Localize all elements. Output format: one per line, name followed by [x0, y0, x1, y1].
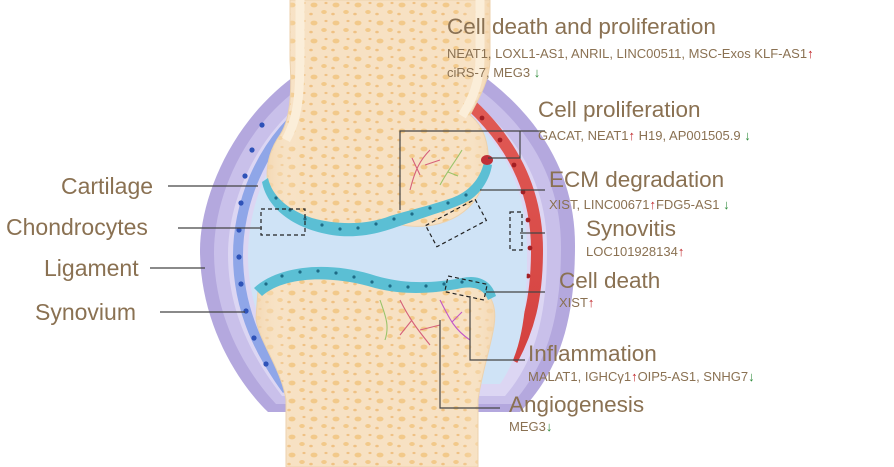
title-synovitis: Synovitis — [586, 218, 676, 241]
down-arrow-icon: ↓ — [748, 369, 755, 384]
genes-inflammation: MALAT1, IGHCγ1↑OIP5-AS1, SNHG7↓ — [528, 370, 755, 383]
gene-list-up: GACAT, NEAT1 — [538, 128, 629, 143]
gene-list-up: XIST, LINC00671 — [549, 197, 649, 212]
title-inflammation: Inflammation — [528, 343, 657, 366]
title-angiogenesis: Angiogenesis — [509, 394, 644, 417]
up-arrow-icon: ↑ — [629, 128, 636, 143]
tibia-shade — [256, 274, 495, 467]
down-arrow-icon: ↓ — [534, 65, 541, 80]
gene-list-up: XIST — [559, 295, 588, 310]
gene-list-up: LOC101928134 — [586, 244, 678, 259]
title-cell-proliferation: Cell proliferation — [538, 99, 701, 122]
genes-cell-death-and-proliferation-down: ciRS-7, MEG3 ↓ — [447, 66, 540, 79]
down-arrow-icon: ↓ — [546, 419, 553, 434]
synovium-inflamed-spot — [481, 155, 493, 165]
up-arrow-icon: ↑ — [588, 295, 595, 310]
gene-list-up: MALAT1, IGHCγ1 — [528, 369, 631, 384]
gene-list-down: FDG5-AS1 — [656, 197, 720, 212]
label-cartilage: Cartilage — [61, 175, 153, 198]
label-chondrocytes: Chondrocytes — [6, 216, 148, 239]
genes-cell-death-and-proliferation-up: NEAT1, LOXL1-AS1, ANRIL, LINC00511, MSC-… — [447, 47, 814, 60]
gene-list-down: ciRS-7, MEG3 — [447, 65, 530, 80]
genes-ecm-degradation: XIST, LINC00671↑FDG5-AS1 ↓ — [549, 198, 730, 211]
genes-synovitis: LOC101928134↑ — [586, 245, 684, 258]
title-cell-death-and-proliferation: Cell death and proliferation — [447, 16, 716, 39]
gene-list-down: OIP5-AS1, SNHG7 — [638, 369, 749, 384]
title-cell-death: Cell death — [559, 270, 660, 293]
genes-angiogenesis: MEG3↓ — [509, 420, 552, 433]
label-synovium: Synovium — [35, 301, 136, 324]
gene-list-down: H19, AP001505.9 — [639, 128, 741, 143]
down-arrow-icon: ↓ — [723, 197, 730, 212]
gene-list-down: MEG3 — [509, 419, 546, 434]
down-arrow-icon: ↓ — [744, 128, 751, 143]
genes-cell-proliferation: GACAT, NEAT1↑ H19, AP001505.9 ↓ — [538, 129, 751, 142]
label-ligament: Ligament — [44, 257, 139, 280]
up-arrow-icon: ↑ — [807, 46, 814, 61]
genes-cell-death: XIST↑ — [559, 296, 594, 309]
gene-list-up: NEAT1, LOXL1-AS1, ANRIL, LINC00511, MSC-… — [447, 46, 807, 61]
up-arrow-icon: ↑ — [678, 244, 685, 259]
title-ecm-degradation: ECM degradation — [549, 169, 724, 192]
